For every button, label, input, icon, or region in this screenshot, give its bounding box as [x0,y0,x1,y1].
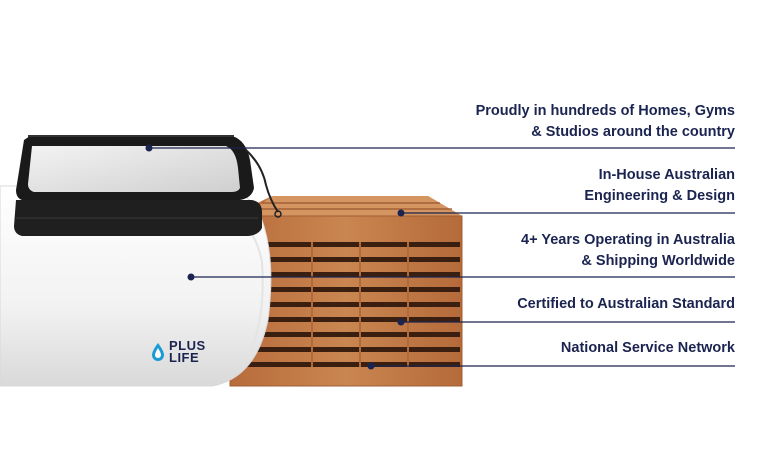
feature-homes-gyms: Proudly in hundreds of Homes, Gyms & Stu… [476,101,735,143]
feature-3-line-2: & Shipping Worldwide [581,253,735,269]
feature-engineering: In-House Australian Engineering & Design [584,165,735,207]
callout-dot-4 [397,318,405,326]
feature-service-network: National Service Network [561,338,735,359]
logo-line-1: PLUS [169,338,206,353]
feature-5-line-1: National Service Network [560,340,735,356]
callout-dot-3 [187,273,195,281]
logo-line-2: LIFE [169,350,200,365]
callout-dot-5 [367,362,375,370]
wooden-cabinet [229,196,463,387]
water-drop-icon [152,343,164,361]
feature-years-operating: 4+ Years Operating in Australia & Shippi… [521,230,735,272]
feature-certified: Certified to Australian Standard [517,294,735,315]
feature-2-line-1: In-House Australian [598,167,735,183]
tub-cover [14,135,282,236]
feature-1-line-1: Proudly in hundreds of Homes, Gyms [475,103,735,119]
callout-dot-2 [397,209,405,217]
brand-logo: PLUS LIFE [169,338,206,365]
feature-4-line-1: Certified to Australian Standard [517,296,735,312]
feature-3-line-1: 4+ Years Operating in Australia [521,232,735,248]
feature-2-line-2: Engineering & Design [584,188,735,204]
feature-1-line-2: & Studios around the country [531,124,735,140]
callout-dot-1 [145,144,153,152]
